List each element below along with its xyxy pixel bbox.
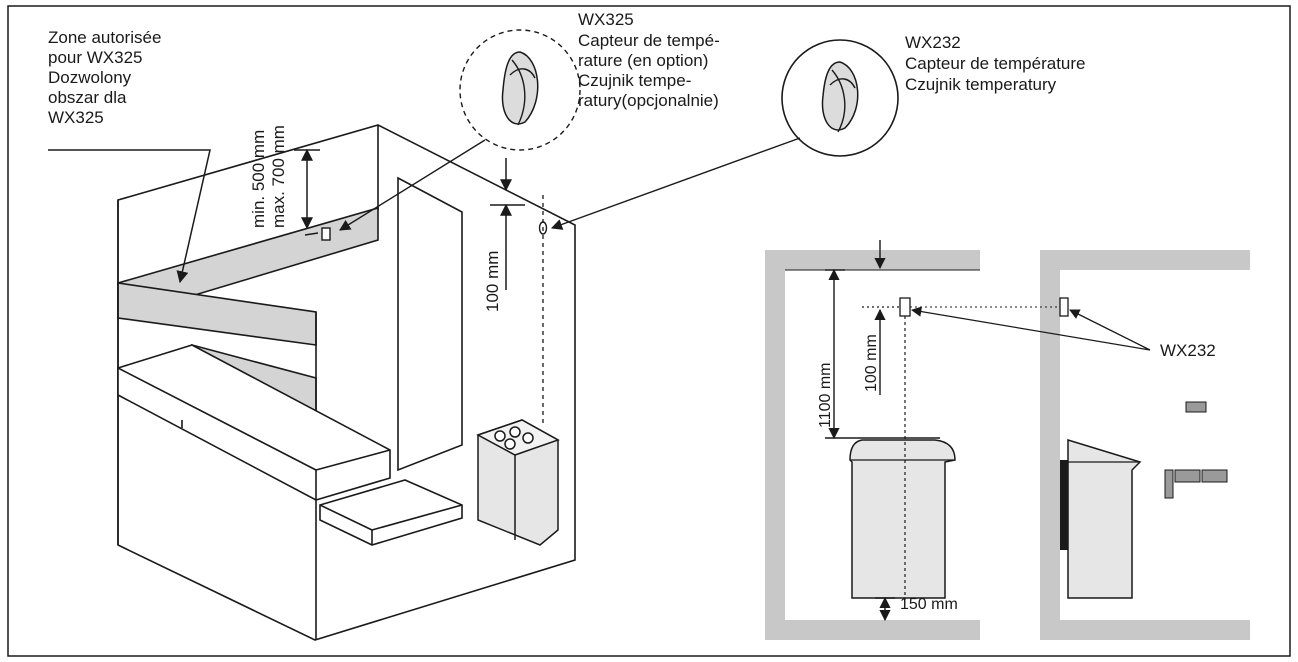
dim-100-main-label: 100 mm	[483, 251, 502, 312]
wx232-sensor-illustration	[781, 39, 899, 157]
sauna-room-3d	[117, 124, 576, 641]
side-view	[1040, 250, 1250, 640]
heater-3d	[476, 419, 560, 546]
range-dimension	[294, 148, 320, 230]
dim-100-main	[490, 158, 525, 290]
zone-pointer	[48, 149, 211, 284]
zone-label: Zone autorisée pour WX325 Dozwolony obsz…	[48, 28, 166, 127]
dim-100-right-label: 100 mm	[863, 334, 880, 392]
diagram-frame	[7, 5, 1291, 657]
wx325-label: WX325 Capteur de tempé- rature (en optio…	[578, 10, 724, 110]
wx232-side-sensor	[1059, 297, 1069, 317]
heater-side	[1067, 438, 1142, 599]
dim-1100	[825, 268, 940, 440]
front-view	[765, 250, 980, 640]
wx232-callout-line-side	[1069, 309, 1151, 351]
range-label: min. 500 mm max. 700 mm	[249, 125, 288, 228]
wx325-sensor-mark	[321, 227, 331, 241]
wx232-front-sensor	[899, 297, 911, 317]
wx325-sensor-illustration	[459, 29, 581, 151]
dim-1100-label: 1100 mm	[817, 362, 834, 428]
wx232-callout-line-front	[910, 306, 1151, 351]
wx232-label: WX232 Capteur de température Czujnik tem…	[905, 33, 1090, 94]
dim-150	[875, 596, 895, 622]
heater-front	[849, 439, 956, 599]
wx325-leader	[339, 139, 486, 231]
dim-150-label: 150 mm	[900, 596, 958, 613]
wx232-callout: WX232	[1160, 341, 1216, 360]
wx232-leader	[550, 137, 801, 230]
